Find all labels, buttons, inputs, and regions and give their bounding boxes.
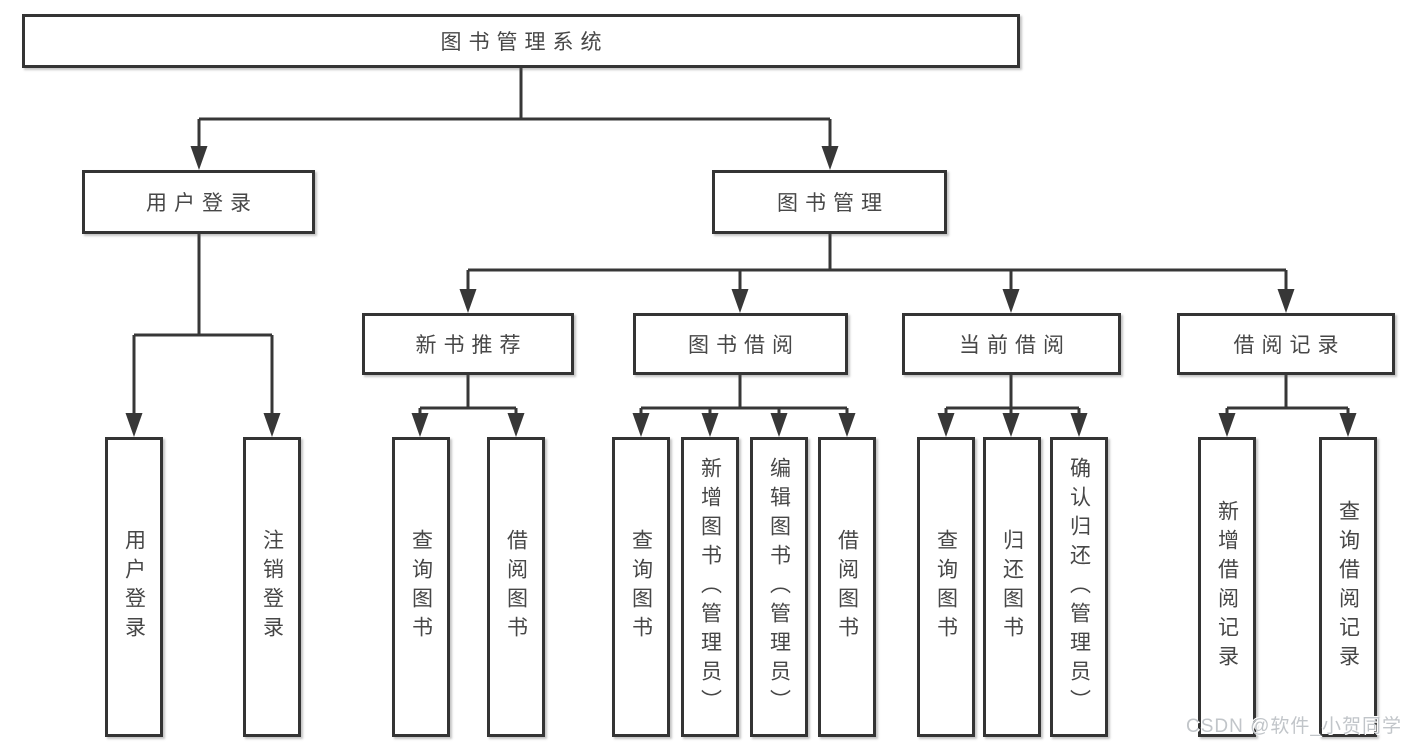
- leaf-label: 用户登录: [122, 529, 146, 645]
- leaf-label: 注销登录: [260, 529, 284, 645]
- leaf-label: 查询图书: [629, 529, 653, 645]
- csdn-watermark: CSDN @软件_小贺同学: [1186, 716, 1402, 737]
- node-user-login: 用户登录: [82, 170, 315, 234]
- leaf-label: 新增图书（管理员）: [698, 456, 722, 718]
- node-br-add-record: 新增借阅记录: [1198, 437, 1256, 737]
- node-book-management: 图书管理: [712, 170, 947, 234]
- leaf-label: 新增借阅记录: [1215, 500, 1239, 674]
- leaf-label: 查询图书: [409, 529, 433, 645]
- leaf-label: 确认归还（管理员）: [1067, 456, 1091, 718]
- node-bb-query-books: 查询图书: [612, 437, 670, 737]
- node-nbr-borrow-books: 借阅图书: [487, 437, 545, 737]
- node-bb-add-books-admin: 新增图书（管理员）: [681, 437, 739, 737]
- node-leaf-logout: 注销登录: [243, 437, 301, 737]
- node-current-borrow: 当前借阅: [902, 313, 1121, 375]
- leaf-label: 借阅图书: [504, 529, 528, 645]
- node-cb-return-books: 归还图书: [983, 437, 1041, 737]
- leaf-label: 借阅图书: [835, 529, 859, 645]
- leaf-label: 查询借阅记录: [1336, 500, 1360, 674]
- node-cb-query-books: 查询图书: [917, 437, 975, 737]
- node-book-borrow: 图书借阅: [633, 313, 848, 375]
- leaf-label: 编辑图书（管理员）: [767, 456, 791, 718]
- node-bb-borrow-books: 借阅图书: [818, 437, 876, 737]
- node-root: 图书管理系统: [22, 14, 1020, 68]
- node-br-query-record: 查询借阅记录: [1319, 437, 1377, 737]
- node-new-book-recommend: 新书推荐: [362, 313, 574, 375]
- node-nbr-query-books: 查询图书: [392, 437, 450, 737]
- node-leaf-user-login: 用户登录: [105, 437, 163, 737]
- node-cb-confirm-return-admin: 确认归还（管理员）: [1050, 437, 1108, 737]
- node-borrow-records: 借阅记录: [1177, 313, 1395, 375]
- leaf-label: 查询图书: [934, 529, 958, 645]
- node-bb-edit-books-admin: 编辑图书（管理员）: [750, 437, 808, 737]
- leaf-label: 归还图书: [1000, 529, 1024, 645]
